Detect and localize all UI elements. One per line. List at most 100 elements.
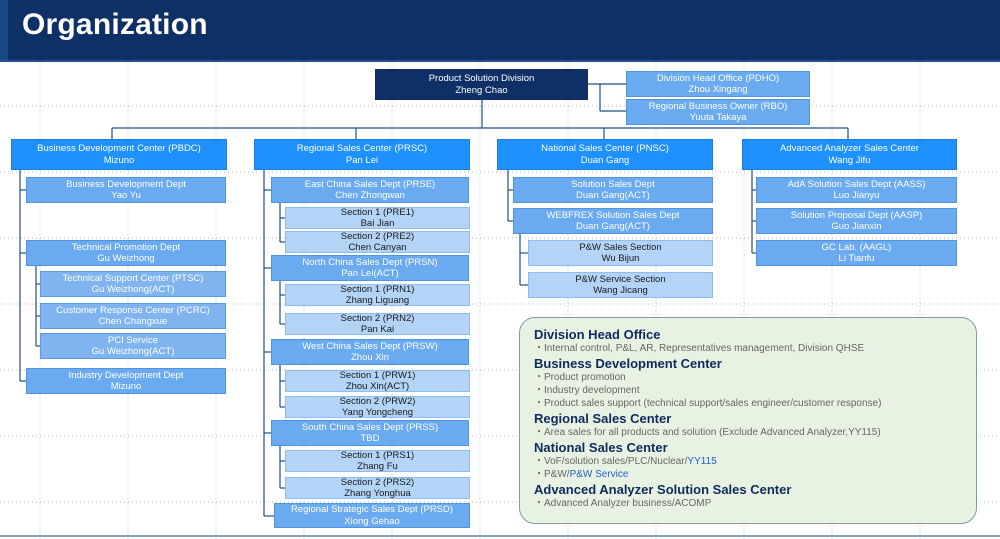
pbdc-idd-box: Industry Development Dept Mizuno (26, 368, 226, 394)
pnsc-ssd-title: Solution Sales Dept (571, 178, 655, 190)
aasc-aass-head: Luo Jianyu (833, 190, 880, 201)
summary-section-national-sales: National Sales Center ・VoF/solution sale… (534, 440, 962, 481)
pnsc-pws-head: Wu Bijun (601, 253, 640, 264)
prsc-head-box: Regional Sales Center (PRSC) Pan Lei (254, 139, 470, 170)
aasc-aasp-head: Guo Jianxin (831, 221, 882, 232)
prsc-prn1-head: Zhang Liguang (345, 295, 410, 306)
pbdc-pci-title: PCI Service (107, 334, 159, 346)
header-accent-bar (0, 0, 8, 60)
pnsc-ssd-box: Solution Sales Dept Duan Gang(ACT) (513, 177, 713, 203)
summary-item-text: ・P&W/ (534, 469, 570, 480)
division-box: Product Solution Division Zheng Chao (375, 69, 588, 100)
pbdc-tpd-box: Technical Promotion Dept Gu Weizhong (26, 240, 226, 266)
summary-item-text: ・VoF/solution sales/PLC/Nuclear/ (534, 456, 688, 467)
summary-item-highlight: P&W Service (569, 469, 629, 480)
pbdc-pcrc-head: Chen Changxue (98, 316, 168, 327)
prsc-pre2-head: Chen Canyan (348, 242, 407, 253)
summary-item-highlight: YY115 (687, 456, 717, 467)
prsc-head: Pan Lei (345, 154, 379, 166)
prsc-pre2-box: Section 2 (PRE2) Chen Canyan (285, 231, 470, 253)
prsc-prsd-title: Regional Strategic Sales Dept (PRSD) (290, 504, 454, 515)
pbdc-bdd-title: Business Development Dept (66, 178, 186, 190)
pdho-head: Zhou Xingang (688, 84, 748, 95)
summary-item: ・Internal control, P&L, AR, Representati… (534, 343, 865, 354)
prsc-prw2-title: Section 2 (PRW2) (339, 396, 416, 407)
pbdc-pci-box: PCI Service Gu Weizhong(ACT) (40, 333, 226, 359)
pnsc-title: National Sales Center (PNSC) (541, 143, 669, 154)
background-grid (0, 62, 1000, 539)
prsc-prn2-box: Section 2 (PRN2) Pan Kai (285, 313, 470, 335)
aasc-aagl-title: GC Lab. (AAGL) (821, 241, 892, 253)
aasc-aasp-box: Solution Proposal Dept (AASP) Guo Jianxi… (756, 208, 957, 234)
pnsc-pwss-title: P&W Service Section (575, 273, 666, 285)
aasc-head-box: Advanced Analyzer Sales Center Wang Jifu (742, 139, 957, 170)
pdho-box: Division Head Office (PDHO) Zhou Xingang (626, 71, 810, 97)
responsibility-summary-panel: Division Head Office ・Internal control, … (519, 317, 977, 524)
summary-section-division-head-office: Division Head Office ・Internal control, … (534, 327, 962, 355)
prsc-prn2-title: Section 2 (PRN2) (340, 313, 415, 324)
prsc-prse-box: East China Sales Dept (PRSE) Chen Zhongw… (271, 177, 469, 203)
prsc-prsd-box: Regional Strategic Sales Dept (PRSD) Xio… (274, 503, 470, 528)
pbdc-ptsc-head: Gu Weizhong(ACT) (91, 284, 175, 295)
prsc-prn2-head: Pan Kai (360, 324, 395, 335)
prsc-prs1-title: Section 1 (PRS1) (340, 450, 415, 461)
prsc-title: Regional Sales Center (PRSC) (296, 143, 428, 154)
pnsc-webfrex-box: WEBFREX Solution Sales Dept Duan Gang(AC… (513, 208, 713, 234)
summary-item: ・VoF/solution sales/PLC/Nuclear/YY115 (534, 455, 962, 468)
prsc-pre1-head: Bai Jian (360, 218, 395, 229)
summary-heading: Division Head Office (534, 327, 661, 342)
prsc-prn1-box: Section 1 (PRN1) Zhang Liguang (285, 284, 470, 306)
pnsc-head-box: National Sales Center (PNSC) Duan Gang (497, 139, 713, 170)
summary-item: ・Product sales support (technical suppor… (534, 398, 882, 409)
prsc-prsd-head: Xiong Gehao (344, 515, 400, 527)
pbdc-head-box: Business Development Center (PBDC) Mizun… (11, 139, 227, 170)
pbdc-tpd-head: Gu Weizhong (97, 253, 155, 264)
prsc-prss-head: TBD (360, 433, 380, 444)
pnsc-pws-box: P&W Sales Section Wu Bijun (528, 240, 713, 266)
pbdc-title: Business Development Center (PBDC) (37, 143, 201, 154)
summary-item: ・Area sales for all products and solutio… (534, 427, 881, 438)
summary-item: ・P&W/P&W Service (534, 468, 962, 481)
rbo-title: Regional Business Owner (RBO) (648, 100, 788, 112)
prsc-prw2-box: Section 2 (PRW2) Yang Yongcheng (285, 396, 470, 418)
pnsc-head: Duan Gang (580, 154, 630, 166)
aasc-aass-title: AdA Solution Sales Dept (AASS) (787, 178, 926, 190)
prsc-prsw-head: Zhou Xin (350, 352, 390, 363)
division-title: Product Solution Division (428, 73, 535, 84)
prsc-prs1-box: Section 1 (PRS1) Zhang Fu (285, 450, 470, 472)
prsc-prsn-title: North China Sales Dept (PRSN) (302, 256, 438, 268)
page-title: Organization (22, 8, 208, 41)
aasc-head: Wang Jifu (828, 154, 871, 166)
summary-heading: Advanced Analyzer Solution Sales Center (534, 482, 792, 497)
prsc-pre1-box: Section 1 (PRE1) Bai Jian (285, 207, 470, 229)
prsc-prsn-head: Pan Lei(ACT) (341, 268, 399, 279)
pbdc-idd-head: Mizuno (110, 381, 142, 392)
division-head: Zheng Chao (455, 84, 508, 96)
prsc-pre2-title: Section 2 (PRE2) (340, 231, 415, 242)
prsc-prss-box: South China Sales Dept (PRSS) TBD (271, 420, 469, 446)
summary-item: ・Industry development (534, 385, 640, 396)
pdho-title: Division Head Office (PDHO) (656, 72, 780, 84)
rbo-box: Regional Business Owner (RBO) Yuuta Taka… (626, 99, 810, 125)
pbdc-bdd-head: Yao Yu (111, 190, 141, 201)
pnsc-ssd-head: Duan Gang(ACT) (576, 190, 650, 201)
pbdc-head: Mizuno (103, 154, 135, 166)
aasc-aagl-head: Li Tianfu (838, 253, 875, 264)
summary-section-business-development: Business Development Center ・Product pro… (534, 356, 962, 410)
pbdc-idd-title: Industry Development Dept (68, 369, 184, 381)
summary-item: ・Advanced Analyzer business/ACOMP (534, 498, 712, 509)
pnsc-pws-title: P&W Sales Section (579, 241, 662, 253)
pbdc-ptsc-title: Technical Support Center (PTSC) (62, 272, 204, 284)
pbdc-tpd-title: Technical Promotion Dept (71, 241, 181, 253)
pnsc-pwss-box: P&W Service Section Wang Jicang (528, 272, 713, 298)
prsc-prw1-box: Section 1 (PRW1) Zhou Xin(ACT) (285, 370, 470, 392)
summary-item: ・Product promotion (534, 372, 626, 383)
prsc-prsw-title: West China Sales Dept (PRSW) (302, 340, 438, 352)
prsc-prss-title: South China Sales Dept (PRSS) (301, 421, 439, 433)
pbdc-pcrc-title: Customer Response Center (PCRC) (56, 304, 210, 316)
prsc-prs2-head: Zhang Yonghua (344, 488, 411, 499)
prsc-pre1-title: Section 1 (PRE1) (340, 207, 415, 218)
prsc-prse-title: East China Sales Dept (PRSE) (304, 178, 436, 190)
prsc-prsn-box: North China Sales Dept (PRSN) Pan Lei(AC… (271, 255, 469, 281)
